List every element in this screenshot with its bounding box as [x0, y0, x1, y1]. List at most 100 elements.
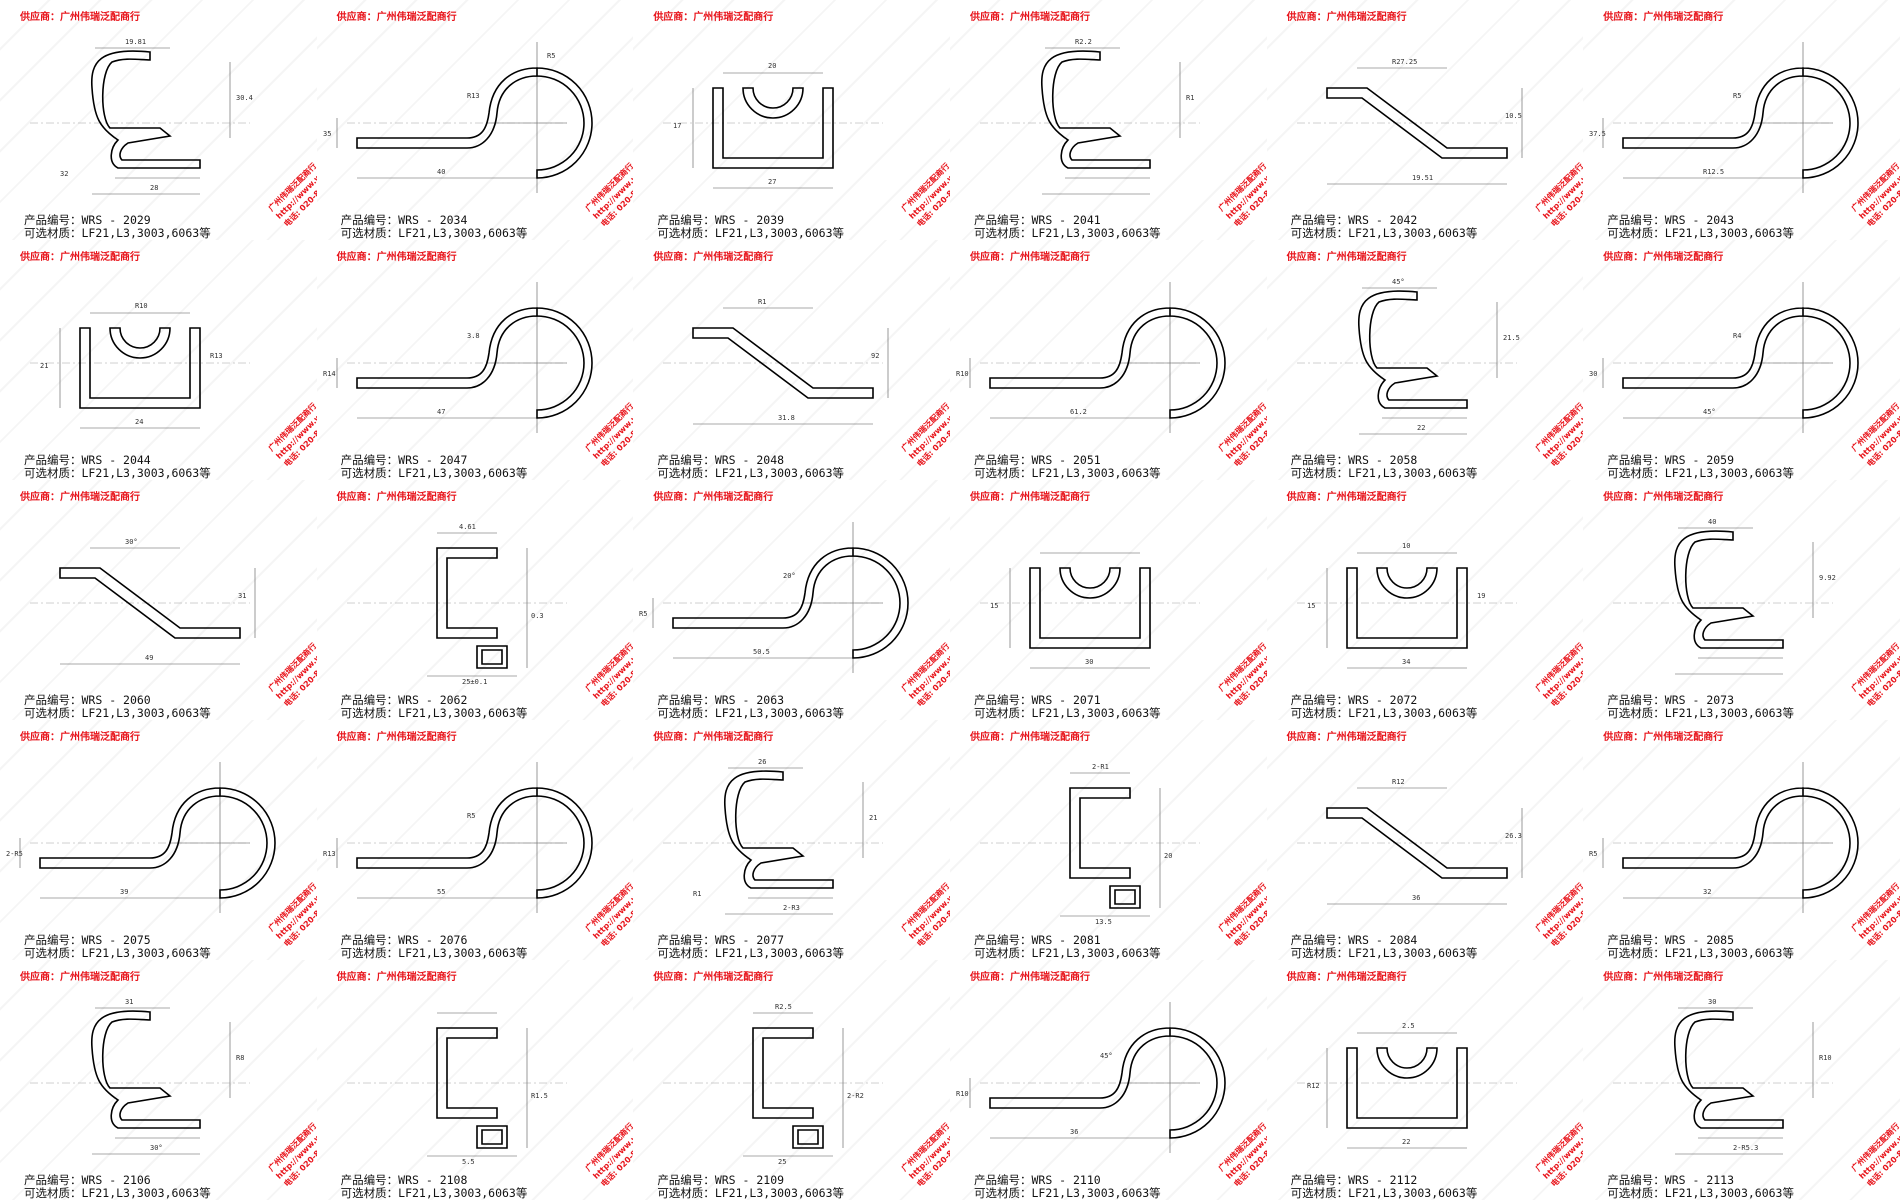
dimension-label: 13.5	[1095, 918, 1112, 926]
product-info: 产品编号：WRS - 2106 可选材质：LF21,L3,3003,6063等	[24, 1174, 211, 1200]
product-code-line: 产品编号：WRS - 2071	[974, 694, 1161, 707]
product-code: WRS - 2113	[1664, 1173, 1735, 1187]
product-card: 供应商：广州伟瑞泛配商行 产品编号：WRS - 2029 可选材质：LF21,L…	[0, 0, 317, 240]
materials: LF21,L3,3003,6063等	[714, 946, 845, 960]
dimension-label: 40	[437, 168, 445, 176]
product-info: 产品编号：WRS - 2029 可选材质：LF21,L3,3003,6063等	[24, 214, 211, 240]
material-label: 可选材质：	[1290, 706, 1349, 720]
product-code-line: 产品编号：WRS - 2042	[1291, 214, 1478, 227]
product-info: 产品编号：WRS - 2113 可选材质：LF21,L3,3003,6063等	[1607, 1174, 1794, 1200]
product-card: 供应商：广州伟瑞泛配商行 产品编号：WRS - 2081 可选材质：LF21,L…	[949, 720, 1267, 960]
material-label: 可选材质：	[1290, 946, 1349, 960]
product-info: 产品编号：WRS - 2034 可选材质：LF21,L3,3003,6063等	[341, 214, 528, 240]
dimension-label: 36	[1070, 1128, 1078, 1136]
profile-drawing: R2.2R1	[979, 38, 1200, 195]
material-label: 可选材质：	[657, 226, 715, 240]
dimension-label: R5	[639, 610, 647, 618]
material-line: 可选材质：LF21,L3,3003,6063等	[1607, 467, 1794, 480]
product-info: 产品编号：WRS - 2072 可选材质：LF21,L3,3003,6063等	[1291, 694, 1478, 720]
dimension-label: 22	[1402, 1138, 1410, 1146]
material-line: 可选材质：LF21,L3,3003,6063等	[657, 1187, 844, 1200]
dimension-label: R2.5	[775, 1003, 792, 1011]
product-info: 产品编号：WRS - 2081 可选材质：LF21,L3,3003,6063等	[974, 934, 1161, 960]
material-line: 可选材质：LF21,L3,3003,6063等	[24, 467, 211, 480]
dimension-label: 45°	[1100, 1052, 1113, 1060]
product-info: 产品编号：WRS - 2059 可选材质：LF21,L3,3003,6063等	[1607, 454, 1794, 480]
materials: LF21,L3,3003,6063等	[1348, 946, 1478, 960]
material-line: 可选材质：LF21,L3,3003,6063等	[341, 1187, 528, 1200]
product-code-line: 产品编号：WRS - 2043	[1607, 214, 1794, 227]
profile-outline	[989, 1027, 1226, 1139]
dimension-label: 4.61	[459, 523, 476, 531]
product-card: 供应商：广州伟瑞泛配商行 产品编号：WRS - 2062 可选材质：LF21,L…	[316, 480, 634, 720]
dimension-label: R12	[1307, 1082, 1320, 1090]
materials: LF21,L3,3003,6063等	[1664, 1186, 1794, 1200]
product-info: 产品编号：WRS - 2109 可选材质：LF21,L3,3003,6063等	[657, 1174, 844, 1200]
product-no-label: 产品编号：	[973, 933, 1032, 947]
dimension-label: 45°	[1703, 408, 1716, 416]
dimension-label: R4	[1733, 332, 1741, 340]
product-code-line: 产品编号：WRS - 2062	[341, 694, 528, 707]
dimension-label: 2-R3	[783, 904, 800, 912]
product-info: 产品编号：WRS - 2058 可选材质：LF21,L3,3003,6063等	[1291, 454, 1478, 480]
dimension-label: 19	[1477, 592, 1485, 600]
product-no-label: 产品编号：	[340, 933, 399, 947]
dimension-label: 20	[1164, 852, 1172, 860]
dimension-label: R14	[323, 370, 336, 378]
supplier-label: 供应商：广州伟瑞泛配商行	[1603, 252, 1724, 263]
product-no-label: 产品编号：	[24, 213, 82, 227]
dimension-label: 32	[1703, 888, 1711, 896]
dimension-label: R13	[210, 352, 223, 360]
profile-outline	[1040, 50, 1151, 169]
product-card: 供应商：广州伟瑞泛配商行 产品编号：WRS - 2109 可选材质：LF21,L…	[633, 960, 950, 1200]
dimension-label: 55	[437, 888, 445, 896]
profile-outline	[79, 327, 201, 409]
profile-drawing: R12.537.5R5	[1589, 42, 1860, 193]
supplier-label: 供应商：广州伟瑞泛配商行	[336, 252, 457, 263]
materials: LF21,L3,3003,6063等	[1031, 706, 1161, 720]
product-code: WRS - 2063	[714, 693, 785, 707]
supplier-label: 供应商：广州伟瑞泛配商行	[20, 12, 140, 23]
product-card: 供应商：广州伟瑞泛配商行 产品编号：WRS - 2048 可选材质：LF21,L…	[633, 240, 950, 480]
supplier-label: 供应商：广州伟瑞泛配商行	[653, 732, 774, 743]
dimension-label: 47	[437, 408, 445, 416]
product-code: WRS - 2029	[81, 213, 151, 227]
materials: LF21,L3,3003,6063等	[1664, 226, 1794, 240]
dimension-label: 0.3	[531, 612, 544, 620]
material-label: 可选材质：	[24, 466, 82, 480]
product-code-line: 产品编号：WRS - 2108	[341, 1174, 528, 1187]
product-card: 供应商：广州伟瑞泛配商行 产品编号：WRS - 2060 可选材质：LF21,L…	[0, 480, 317, 720]
product-no-label: 产品编号：	[657, 213, 715, 227]
dimension-label: 32	[60, 170, 68, 178]
dimension-label: 15	[990, 602, 998, 610]
material-line: 可选材质：LF21,L3,3003,6063等	[1607, 707, 1794, 720]
dimension-label: R10	[135, 302, 148, 310]
dimension-label: 39	[120, 888, 128, 896]
materials: LF21,L3,3003,6063等	[398, 226, 528, 240]
material-label: 可选材质：	[1607, 946, 1665, 960]
supplier-label: 供应商：广州伟瑞泛配商行	[336, 732, 457, 743]
dimension-label: R8	[236, 1054, 244, 1062]
supplier-label: 供应商：广州伟瑞泛配商行	[1603, 732, 1724, 743]
materials: LF21,L3,3003,6063等	[81, 706, 211, 720]
material-label: 可选材质：	[657, 706, 715, 720]
dimension-label: R1	[693, 890, 701, 898]
product-no-label: 产品编号：	[1290, 933, 1349, 947]
product-card: 供应商：广州伟瑞泛配商行 产品编号：WRS - 2084 可选材质：LF21,L…	[1266, 720, 1584, 960]
profile-outline	[1325, 807, 1508, 879]
dimension-label: 61.2	[1070, 408, 1087, 416]
material-line: 可选材质：LF21,L3,3003,6063等	[1607, 947, 1794, 960]
product-info: 产品编号：WRS - 2043 可选材质：LF21,L3,3003,6063等	[1607, 214, 1794, 240]
profile-outline	[1622, 307, 1860, 419]
material-line: 可选材质：LF21,L3,3003,6063等	[657, 947, 844, 960]
dimension-label: 19.51	[1412, 174, 1433, 182]
material-line: 可选材质：LF21,L3,3003,6063等	[974, 227, 1161, 240]
dimension-label: 20	[768, 62, 776, 70]
supplier-label: 供应商：广州伟瑞泛配商行	[969, 252, 1090, 263]
product-code: WRS - 2051	[1031, 453, 1101, 467]
dimension-label: 10.5	[1505, 112, 1522, 120]
